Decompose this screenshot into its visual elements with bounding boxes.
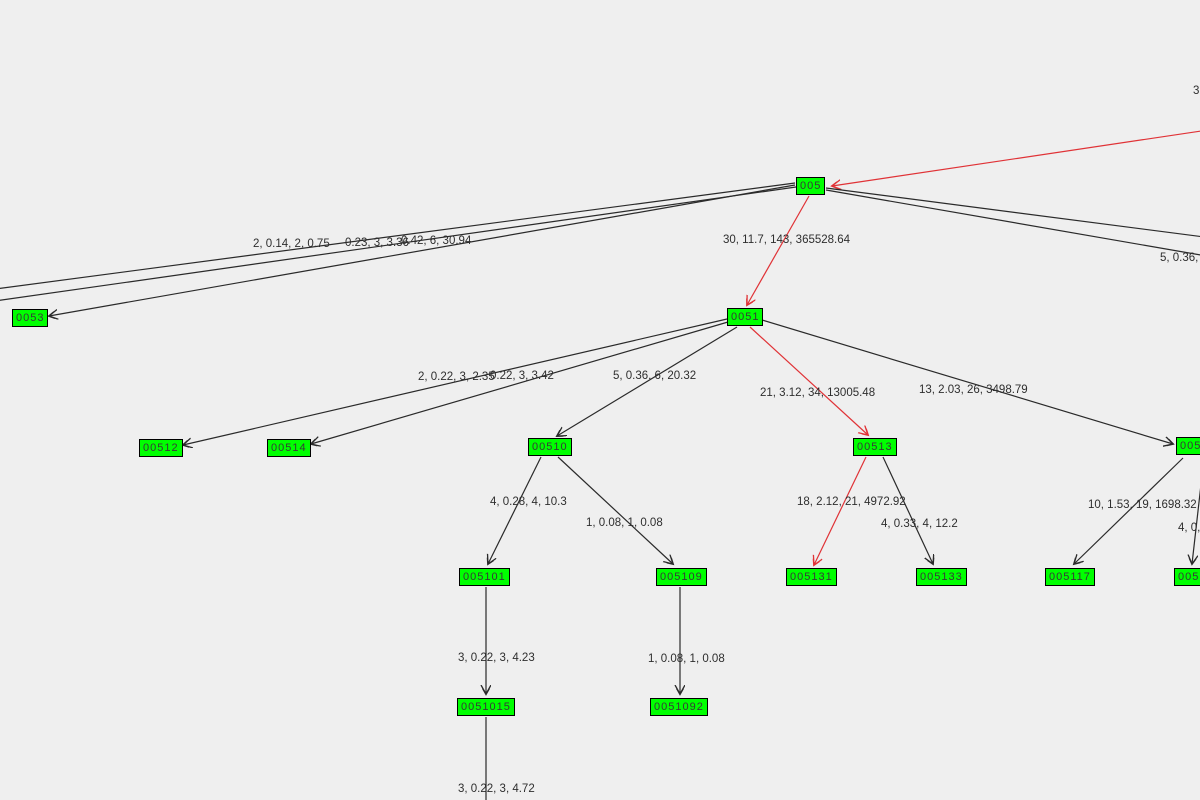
edge-label: 5, 0.36, 6, 20.32: [613, 370, 697, 382]
edge-label: 5, 0.36,: [1160, 252, 1199, 264]
edge-label: 13, 2.03, 26, 3498.79: [919, 384, 1028, 396]
edge-right-node-to-005117: [1074, 457, 1184, 564]
node-005131[interactable]: 005131: [786, 568, 837, 586]
edge-offscreen-to-005: [832, 130, 1200, 186]
edge-label: 3, 0.22, 3, 4.23: [458, 652, 535, 664]
node-0053[interactable]: 0053: [12, 309, 49, 327]
edge-label: 18, 2.12, 21, 4972.92: [797, 496, 906, 508]
node-00514[interactable]: 00514: [267, 439, 311, 457]
edge-label: 10, 1.53, 19, 1698.32: [1088, 499, 1197, 511]
edge-label-clipped: 4, 0,: [1178, 522, 1200, 534]
edge-label: 1, 0.08, 1, 0.08: [648, 653, 725, 665]
node-005109[interactable]: 005109: [656, 568, 707, 586]
node-0051015[interactable]: 0051015: [457, 698, 515, 716]
edge-005-to-offscreen-left-a: [0, 182, 796, 290]
edge-0051-to-00513: [749, 326, 868, 435]
node-00513[interactable]: 00513: [853, 438, 897, 456]
edge-0051-to-00514: [311, 321, 729, 444]
edge-label: 0.42, 6, 30.94: [401, 235, 472, 247]
edge-label: 21, 3.12, 34, 13005.48: [760, 387, 876, 399]
edge-005-to-0051: [747, 195, 810, 305]
edge-label: 0.22, 3, 3.42: [490, 370, 554, 382]
node-005-right-clipped[interactable]: 005: [1176, 437, 1200, 455]
edge-005-to-offscreen-left-b: [0, 186, 797, 301]
edge-00513-to-005131: [814, 456, 867, 565]
edge-label: 0.23, 3, 3.36: [345, 237, 409, 249]
edge-label: 4, 0.33, 4, 12.2: [881, 518, 958, 530]
node-0051092[interactable]: 0051092: [650, 698, 708, 716]
edge-00510-to-005101: [488, 456, 542, 564]
edge-0051-to-00510: [557, 326, 738, 436]
edge-005-to-offscreen-right-a: [825, 187, 1200, 238]
node-005-right-clipped-2[interactable]: 005: [1174, 568, 1200, 586]
node-00512[interactable]: 00512: [139, 439, 183, 457]
edge-0051-to-00512: [183, 318, 728, 445]
edge-label: 2, 0.14, 2, 0.75: [253, 238, 330, 250]
edge-label: 2, 0.22, 3, 2.35: [418, 371, 495, 383]
node-005[interactable]: 005: [796, 177, 826, 195]
edge-right-node-to-clipped-child: [1192, 487, 1200, 564]
edge-0051-to-right-node: [761, 319, 1173, 444]
node-005101[interactable]: 005101: [459, 568, 510, 586]
node-005117[interactable]: 005117: [1045, 568, 1095, 586]
edge-label: 4, 0.28, 4, 10.3: [490, 496, 567, 508]
node-00510[interactable]: 00510: [528, 438, 572, 456]
edge-005-to-offscreen-right-b: [825, 189, 1200, 256]
edge-label-clipped: 3: [1193, 85, 1200, 97]
edge-00510-to-005109: [557, 456, 673, 564]
edge-00513-to-005133: [882, 456, 933, 564]
edge-label: 1, 0.08, 1, 0.08: [586, 517, 663, 529]
edge-label: 30, 11.7, 143, 365528.64: [723, 234, 851, 246]
node-005133[interactable]: 005133: [916, 568, 967, 586]
edge-label: 3, 0.22, 3, 4.72: [458, 783, 535, 795]
edge-005-to-0053: [49, 184, 796, 316]
node-0051[interactable]: 0051: [727, 308, 764, 326]
